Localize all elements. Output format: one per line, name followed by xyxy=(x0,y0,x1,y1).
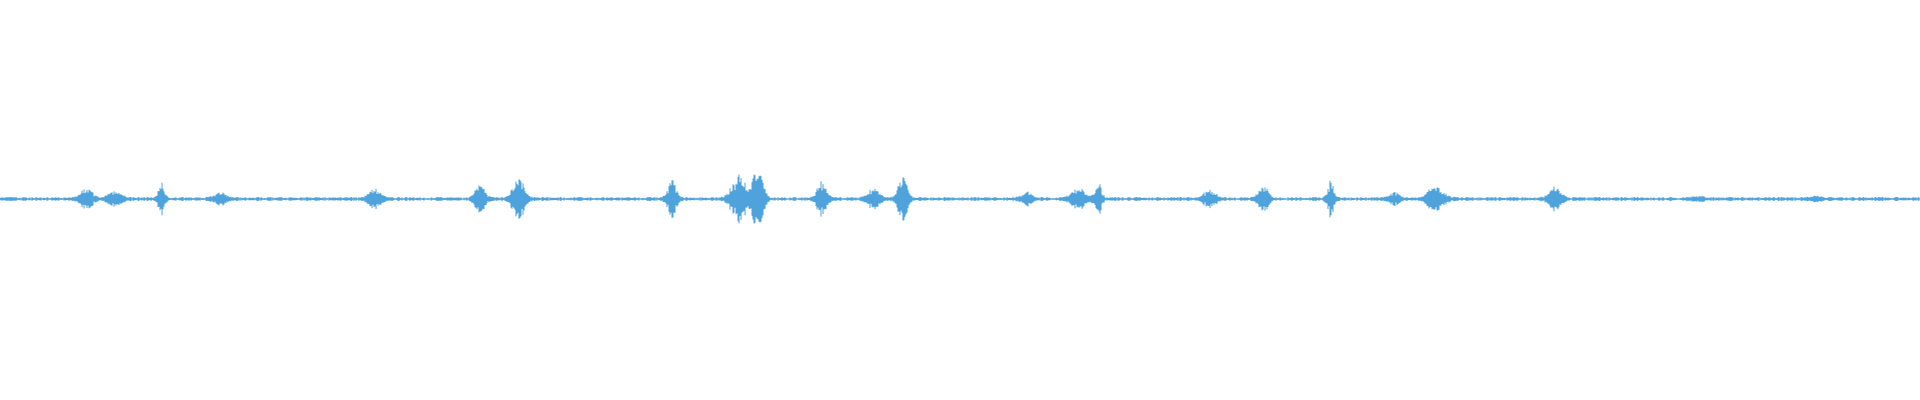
waveform-trace xyxy=(0,174,1920,224)
